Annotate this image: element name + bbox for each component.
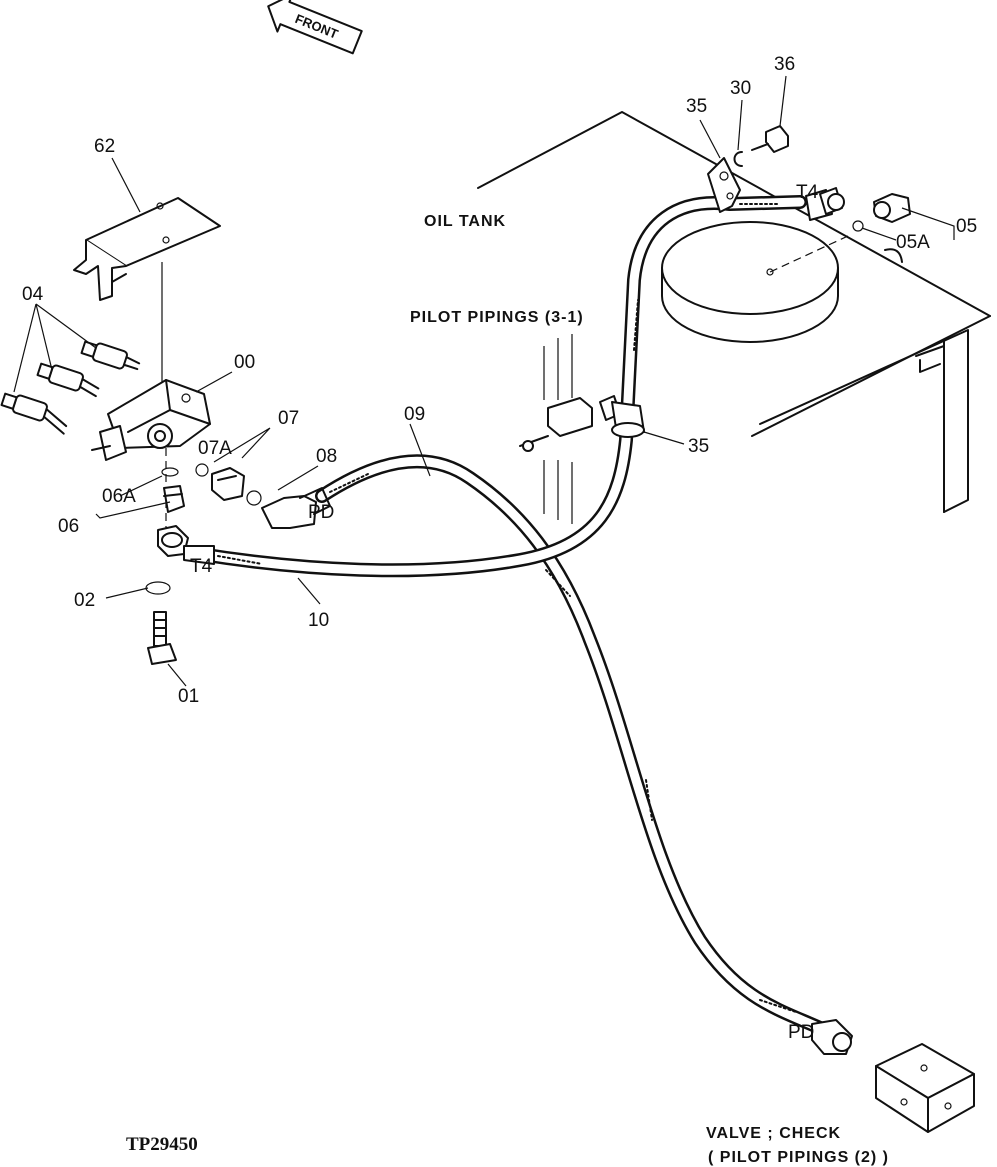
port-label-t4-valve: T4	[190, 556, 213, 577]
front-arrow: FRONT	[267, 0, 363, 55]
front-arrow-label: FRONT	[293, 11, 340, 42]
drawing-code: TP29450	[126, 1134, 198, 1155]
solenoids-04	[0, 340, 141, 435]
part-label-04: 04	[22, 284, 44, 305]
leader-lines	[13, 75, 955, 687]
port-label-pd-valve: PD	[308, 502, 334, 523]
check-valve-caption-line1: VALVE ; CHECK	[706, 1125, 841, 1142]
part-label-06a: 06A	[102, 486, 136, 507]
fittings-07-08	[195, 463, 331, 529]
oil-tank-caption: OIL TANK	[424, 213, 506, 230]
oil-tank	[477, 111, 991, 513]
bracket-62	[73, 197, 221, 406]
pilot-pipings-31	[519, 334, 621, 524]
part-label-08: 08	[316, 446, 337, 467]
part-label-35-clamp: 35	[688, 436, 709, 457]
part-label-07: 07	[278, 408, 299, 429]
part-label-35-top: 35	[686, 96, 707, 117]
check-valve	[811, 1019, 975, 1133]
hose-ferrules	[217, 203, 797, 1013]
part-label-30: 30	[730, 78, 751, 99]
part-label-05a: 05A	[896, 232, 930, 253]
part-label-02: 02	[74, 590, 95, 611]
part-label-36: 36	[774, 54, 795, 75]
hose-10	[193, 195, 807, 578]
part-label-05: 05	[956, 216, 977, 237]
hose-09	[315, 454, 827, 1035]
part-label-00: 00	[234, 352, 255, 373]
valve-block-00	[91, 379, 211, 461]
part-label-10: 10	[308, 610, 329, 631]
part-label-06: 06	[58, 516, 79, 537]
port-label-pd-check: PD	[788, 1022, 814, 1043]
tank-fittings	[805, 187, 911, 232]
part-label-09: 09	[404, 404, 425, 425]
bolt-36	[751, 125, 789, 153]
clamp-35	[611, 401, 645, 438]
port-label-t4-tank: T4	[796, 182, 819, 203]
check-valve-caption-line2: ( PILOT PIPINGS (2) )	[708, 1149, 889, 1166]
part-label-62: 62	[94, 136, 115, 157]
part-label-01: 01	[178, 686, 199, 707]
bracket-35-top	[707, 157, 741, 213]
snap-ring-30	[733, 151, 743, 167]
pilot-pipings-31-caption: PILOT PIPINGS (3-1)	[410, 309, 584, 326]
part-label-07a: 07A	[198, 438, 232, 459]
